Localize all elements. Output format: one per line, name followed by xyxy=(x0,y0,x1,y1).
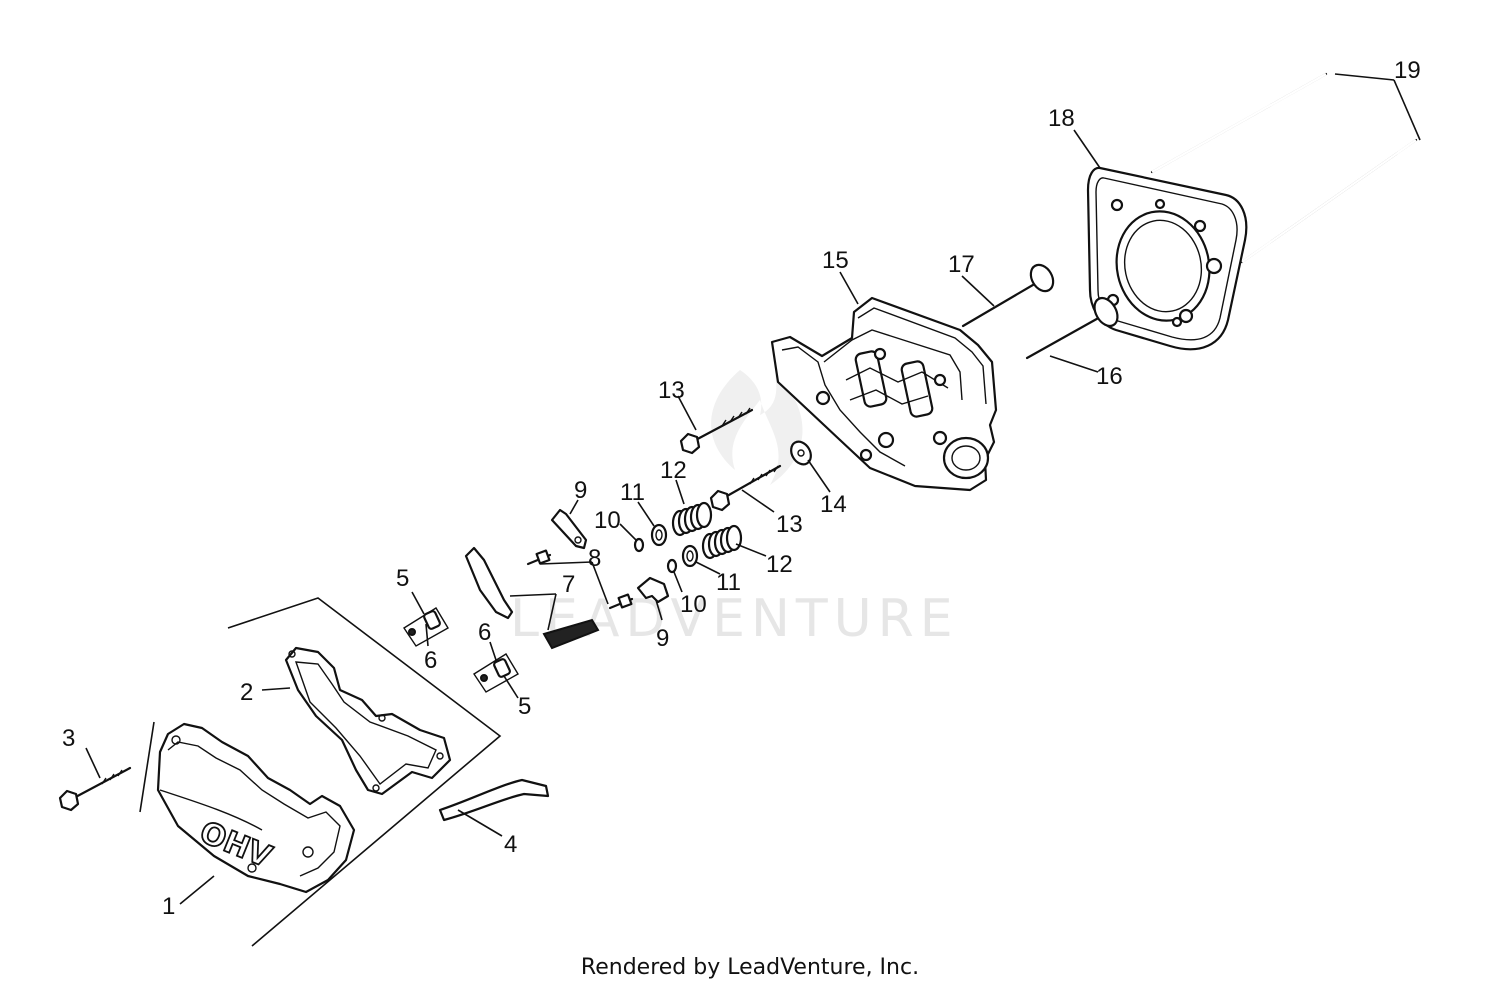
callout-16: 16 xyxy=(1096,363,1123,390)
callout-9-lower: 9 xyxy=(656,625,669,652)
footer-credit: Rendered by LeadVenture, Inc. xyxy=(580,955,920,980)
rocker-stud-lower[interactable] xyxy=(608,593,634,610)
callout-5-lower: 5 xyxy=(518,693,531,720)
valve-keeper-upper[interactable] xyxy=(633,537,645,553)
washer[interactable] xyxy=(787,438,815,468)
watermark: LEADVENTURE xyxy=(510,370,959,649)
callout-17: 17 xyxy=(948,251,975,278)
assembly-bracket xyxy=(139,597,502,947)
callout-4: 4 xyxy=(504,831,517,858)
cylinder-head[interactable] xyxy=(770,296,998,492)
valve-lower[interactable] xyxy=(1025,294,1122,360)
valve-upper[interactable] xyxy=(961,261,1058,328)
leader-lines xyxy=(85,73,1421,905)
callout-19: 19 xyxy=(1394,57,1421,84)
rocker-stud-upper[interactable] xyxy=(526,549,552,566)
head-bolt-upper[interactable] xyxy=(679,407,754,455)
callout-9-upper: 9 xyxy=(574,477,587,504)
callout-3: 3 xyxy=(62,725,75,752)
callouts: 19 18 17 16 15 14 13 13 12 12 11 11 10 1… xyxy=(62,57,1421,920)
watermark-text: LEADVENTURE xyxy=(510,589,959,649)
rocker-pivot-set-upper[interactable] xyxy=(403,607,449,647)
callout-11-upper: 11 xyxy=(620,479,645,506)
push-rod-guide-lower[interactable] xyxy=(636,576,670,604)
callout-15: 15 xyxy=(822,247,849,274)
rocker-cover-gasket[interactable] xyxy=(284,646,452,796)
callout-2: 2 xyxy=(240,679,253,706)
rocker-pivot-set-lower[interactable] xyxy=(473,653,519,693)
head-bolt-lower[interactable] xyxy=(709,464,782,512)
callout-12-lower: 12 xyxy=(766,551,793,578)
spring-retainer-upper[interactable] xyxy=(650,523,668,547)
callout-10-upper: 10 xyxy=(594,507,621,534)
push-rod-guide-upper[interactable] xyxy=(550,508,588,550)
callout-14: 14 xyxy=(820,491,847,518)
rocker-arm-upper[interactable] xyxy=(464,546,514,620)
cover-bolt[interactable] xyxy=(58,766,132,812)
valve-spring-upper[interactable] xyxy=(671,501,713,537)
callout-18: 18 xyxy=(1048,105,1075,132)
head-gasket[interactable] xyxy=(1086,166,1248,351)
callout-10-lower: 10 xyxy=(680,591,707,618)
breather-tube[interactable] xyxy=(438,778,550,822)
rocker-cover[interactable]: OHV xyxy=(156,722,356,894)
valve-keeper-lower[interactable] xyxy=(666,558,678,574)
callout-7: 7 xyxy=(562,571,575,598)
rocker-arm-lower[interactable] xyxy=(542,618,600,650)
callout-8: 8 xyxy=(588,545,601,572)
valve-spring-lower[interactable] xyxy=(701,524,743,560)
push-rods[interactable] xyxy=(1150,72,1418,264)
callout-13-lower: 13 xyxy=(776,511,803,538)
callout-12-upper: 12 xyxy=(660,457,687,484)
callout-6-lower: 6 xyxy=(478,619,491,646)
callout-11-lower: 11 xyxy=(716,569,741,596)
callout-6-upper: 6 xyxy=(424,647,437,674)
spring-retainer-lower[interactable] xyxy=(681,544,699,568)
callout-1: 1 xyxy=(162,893,175,920)
callout-13-upper: 13 xyxy=(658,377,685,404)
callout-5-upper: 5 xyxy=(396,565,409,592)
